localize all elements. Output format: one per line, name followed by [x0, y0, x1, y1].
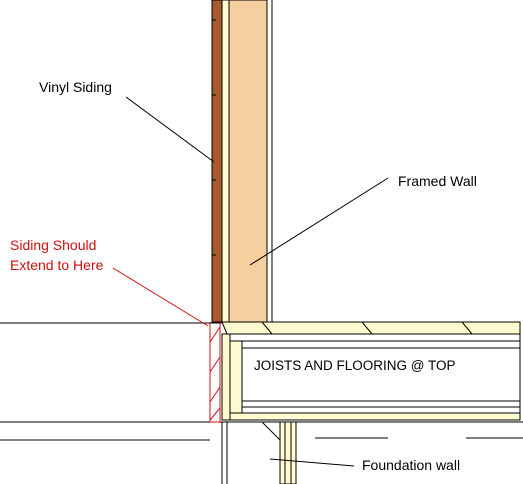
wall-sheathing: [221, 0, 230, 323]
siding-extend-label-line2: Extend to Here: [10, 257, 104, 273]
vinyl-siding-strip: [211, 0, 223, 323]
extension-hatch: [209, 356, 221, 373]
sill-plate: [229, 412, 521, 421]
joists-flooring-label: JOISTS AND FLOORING @ TOP: [254, 358, 456, 373]
siding-body: [211, 0, 223, 323]
siding-extend-label-line1: Siding Should: [10, 237, 96, 253]
reference-lines: [0, 322, 523, 441]
subfloor-seam: [361, 321, 373, 335]
foundation-wall: [221, 421, 297, 484]
vinyl-siding-label: Vinyl Siding: [39, 79, 112, 95]
joist-label-box: [250, 349, 498, 391]
framed-wall: [221, 0, 273, 323]
foundation-stud: [279, 421, 297, 484]
joist-assembly: [221, 322, 521, 421]
extension-hatch: [209, 386, 221, 403]
extension-hatch: [209, 326, 221, 343]
foundation-wall-label: Foundation wall: [362, 457, 460, 473]
foundation-diagonal: [261, 421, 281, 441]
joist-block: [229, 340, 243, 414]
rim-joist: [221, 333, 231, 421]
subfloor: [221, 321, 521, 335]
subfloor-seam: [261, 321, 273, 335]
leader-framed-wall: [249, 177, 389, 266]
leader-foundation-wall: [269, 458, 355, 467]
subfloor-seam: [461, 321, 473, 335]
siding-extension-zone: [209, 322, 221, 423]
extension-hatch: [209, 407, 221, 421]
leader-siding-extend: [112, 267, 209, 327]
framed-wall-label: Framed Wall: [398, 173, 477, 189]
wall-stud: [228, 0, 268, 323]
leader-vinyl-siding: [125, 96, 215, 163]
